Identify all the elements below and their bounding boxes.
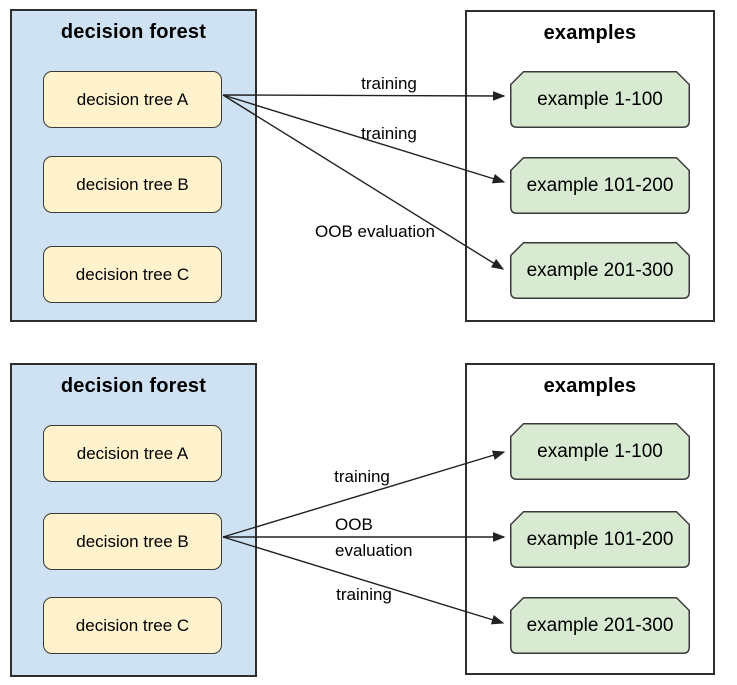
tree-box-a: decision tree A xyxy=(43,71,222,128)
tree-box-b: decision tree B xyxy=(43,513,222,570)
arrow-label-oob-evaluation: OOB evaluation xyxy=(314,222,436,241)
example-box-2: example 101-200 xyxy=(510,511,690,568)
tree-label: decision tree A xyxy=(76,443,189,463)
example-label: example 1-100 xyxy=(537,440,663,462)
example-box-2: example 101-200 xyxy=(510,157,690,214)
example-box-3: example 201-300 xyxy=(510,597,690,654)
arrow-label-training-1: training xyxy=(361,74,417,93)
card-shape xyxy=(510,157,690,214)
example-label: example 101-200 xyxy=(526,174,674,196)
example-label: example 201-300 xyxy=(526,259,674,281)
example-box-1: example 1-100 xyxy=(510,423,690,480)
tree-box-c: decision tree C xyxy=(43,597,222,654)
arrow-label-training-4: training xyxy=(336,585,392,604)
forest-panel-bottom: decision forest decision tree A decision… xyxy=(10,363,257,677)
forest-title: decision forest xyxy=(60,375,207,397)
example-label: example 1-100 xyxy=(537,88,663,110)
example-label: example 201-300 xyxy=(526,614,674,636)
card-shape xyxy=(510,597,690,654)
arrow-label-oob-evaluation-2: OOB evaluation xyxy=(335,515,413,560)
card-shape xyxy=(510,423,690,480)
tree-label: decision tree A xyxy=(76,89,189,109)
tree-label: decision tree B xyxy=(76,174,189,194)
tree-label: decision tree B xyxy=(76,531,189,551)
tree-box-a: decision tree A xyxy=(43,425,222,482)
forest-panel-top: decision forest decision tree A decision… xyxy=(10,9,257,322)
examples-panel-top: examples example 1-100 example 101-200 e… xyxy=(465,10,715,322)
card-shape xyxy=(510,71,690,128)
card-shape xyxy=(510,511,690,568)
tree-label: decision tree C xyxy=(75,264,190,284)
arrow-treeA-ex1 xyxy=(222,91,506,101)
example-box-3: example 201-300 xyxy=(510,242,690,299)
arrow-label-training-2: training xyxy=(361,124,417,143)
examples-title: examples xyxy=(543,375,637,397)
arrow-treeA-ex3 xyxy=(222,94,505,270)
examples-title: examples xyxy=(543,22,637,44)
examples-panel-bottom: examples example 1-100 example 101-200 e… xyxy=(465,363,715,675)
forest-title: decision forest xyxy=(60,21,207,43)
example-box-1: example 1-100 xyxy=(510,71,690,128)
tree-box-b: decision tree B xyxy=(43,156,222,213)
arrow-label-training-3: training xyxy=(334,467,390,486)
card-shape xyxy=(510,242,690,299)
tree-box-c: decision tree C xyxy=(43,246,222,303)
tree-label: decision tree C xyxy=(75,615,190,635)
example-label: example 101-200 xyxy=(526,528,674,550)
